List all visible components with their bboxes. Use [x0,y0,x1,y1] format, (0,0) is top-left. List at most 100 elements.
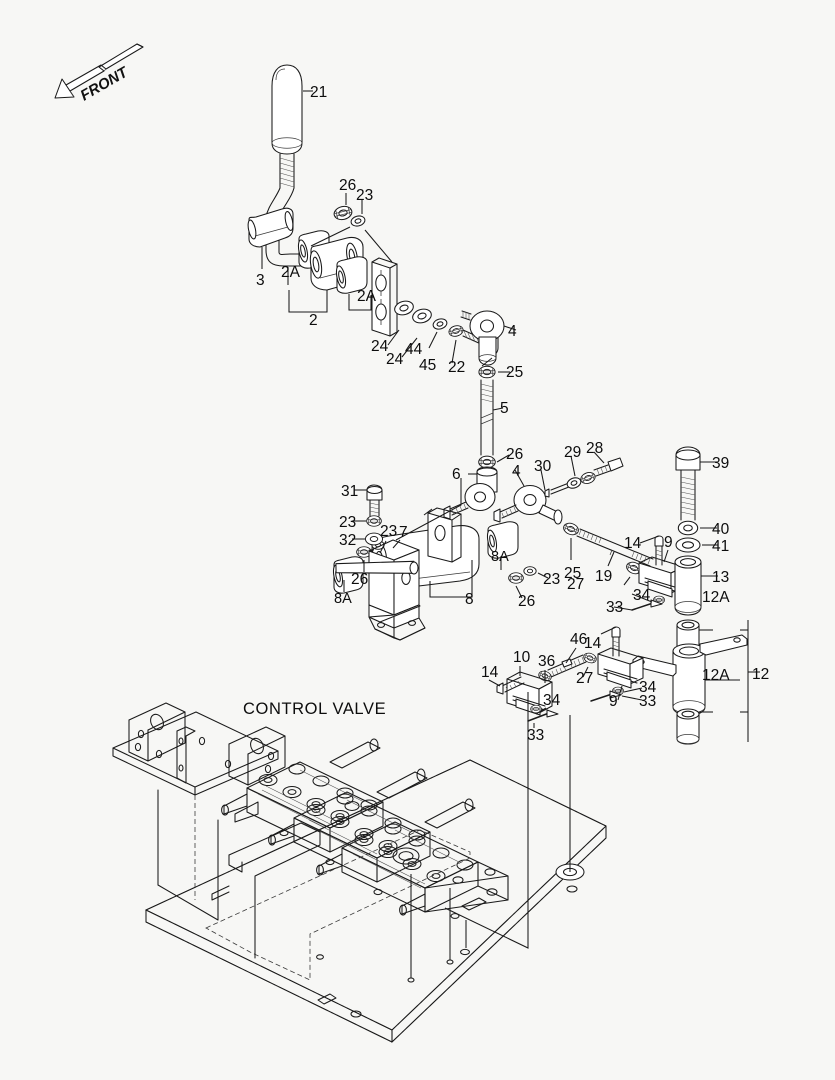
callout-46: 46 [570,631,587,648]
part-12a-bushing-lower [676,708,700,745]
callout-23-a: 23 [356,187,373,204]
callout-34-a: 34 [633,587,651,604]
callout-8: 8 [465,591,474,608]
callout-33-b: 33 [639,693,656,710]
valve-mounting-bracket [112,702,286,921]
callout-7: 7 [399,524,408,541]
part-29-washer [565,475,583,491]
part-4-rod-end-lower [493,484,563,525]
callout-14-c: 14 [481,664,499,681]
callout-30: 30 [534,458,552,475]
callout-33-c: 33 [527,727,544,744]
part-14-bolt-upper [654,535,664,566]
callout-22: 22 [448,359,465,376]
callout-12: 12 [752,666,769,683]
callout-39: 39 [712,455,729,472]
callout-8a-left: 8A [334,591,352,607]
part-23-washer-upper [349,214,367,228]
callout-21: 21 [310,84,327,101]
part-45-washer [447,323,465,339]
part-31-bolt [366,484,383,517]
part-25-nut-upper [478,365,496,379]
callout-4-lower: 4 [512,463,521,480]
callout-12a-upper: 12A [702,589,730,606]
callout-32: 32 [339,532,356,549]
part-33-pin-lower [590,690,622,702]
callout-44: 44 [405,341,423,358]
callout-26-c: 26 [351,571,368,588]
part-2a-bushing-lower [335,256,368,294]
callout-9-lower: 9 [609,693,618,710]
part-14-bolt-lower [611,626,621,657]
callout-25-lower: 25 [564,565,581,582]
callout-19: 19 [595,568,612,585]
part-7-mounting-bracket [335,539,426,641]
part-41-plain-washer [675,537,701,553]
callout-leader-lines [261,90,760,742]
callout-14-b: 14 [584,635,602,652]
assembly-leader-lines [407,692,571,983]
part-5-threaded-rod [480,379,494,456]
callout-2: 2 [309,312,318,329]
callout-4-upper: 4 [508,323,517,340]
callout-33-a: 33 [606,599,623,616]
part-46-link-rod [547,654,587,678]
part-9-clamp-lower [597,647,644,689]
part-26-nut-rod5 [478,455,496,469]
part-8a-bushing-right [486,521,519,559]
callout-23-d: 23 [543,571,560,588]
callout-26-b: 26 [506,446,523,463]
part-21-lever-thread [279,153,295,189]
part-26-nut-crank-bottom [508,572,524,584]
callout-8a-right: 8A [491,549,509,565]
part-40-spring-washer [677,520,699,536]
part-33-pin-left [527,709,559,722]
part-26-nut-upper [332,204,354,222]
part-25-nut-lower [561,520,581,538]
callout-25-upper: 25 [506,364,523,381]
callout-24-b: 24 [386,351,404,368]
part-24-washer-a [392,298,416,318]
callout-14-a: 14 [624,535,642,552]
callout-10: 10 [513,649,531,666]
callout-26-a: 26 [339,177,356,194]
callout-23-c: 23 [380,523,397,540]
control-valve-title: CONTROL VALVE [243,700,386,718]
callout-34-b: 34 [639,679,657,696]
callout-45: 45 [419,357,436,374]
control-valve-assembly [221,738,509,916]
callout-12a-lower: 12A [702,667,730,684]
callout-13: 13 [712,569,729,586]
callout-24-a: 24 [371,338,389,355]
front-arrow-label: FRONT [78,63,133,104]
part-12-pivot-shaft-bracket [632,634,748,716]
callout-40: 40 [712,521,730,538]
callout-29: 29 [564,444,581,461]
callout-6: 6 [452,466,461,483]
callout-36: 36 [538,653,555,670]
link-plate [371,257,398,337]
part-33-pin-upper [631,599,663,611]
part-3-hand-grip [247,207,294,248]
part-24-washer-b [410,306,434,326]
part-19-adjusting-rod [576,528,654,567]
part-13-spacer-collar [674,555,702,616]
callout-23-b: 23 [339,514,356,531]
callout-3: 3 [256,272,265,289]
callout-9-upper: 9 [664,534,673,551]
front-arrow-marker: FRONT [54,43,144,104]
callout-numbers: 21 3 2A 2 2A 26 23 24 24 44 45 22 4 25 5… [256,84,769,744]
callout-26-d: 26 [518,593,535,610]
callout-27-lower: 27 [576,670,593,687]
part-23-washer-crank-bottom [523,566,537,576]
part-44-washer [431,316,449,332]
callout-34-c: 34 [543,692,561,709]
callout-31: 31 [341,483,358,500]
callout-41: 41 [712,538,729,555]
callout-2a-upper: 2A [281,264,301,281]
callout-2a-lower: 2A [357,288,377,305]
part-21-lever-knob [271,64,303,155]
callout-5: 5 [500,400,509,417]
